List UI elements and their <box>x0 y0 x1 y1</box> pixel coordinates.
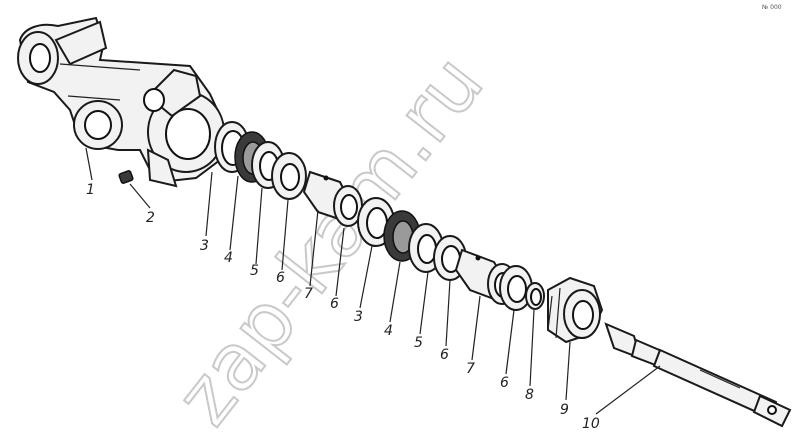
callout-4: 4 <box>224 250 233 266</box>
callout-9: 9 <box>560 402 569 418</box>
sleeve-icon <box>302 170 363 227</box>
callout-6c: 6 <box>440 347 449 363</box>
callout-5: 5 <box>250 263 259 279</box>
nut-icon <box>547 276 604 344</box>
callout-6b: 6 <box>330 296 339 312</box>
plug-icon <box>118 170 134 184</box>
callout-5b: 5 <box>414 335 423 351</box>
ring-icon <box>525 282 545 310</box>
valve-body-icon <box>17 16 225 188</box>
callout-10: 10 <box>582 416 600 432</box>
washer-icon <box>271 152 307 200</box>
rod-icon <box>604 322 792 428</box>
callout-3: 3 <box>200 238 209 254</box>
callout-8: 8 <box>525 387 534 403</box>
corner-mark: № 000 <box>762 4 782 11</box>
callout-7: 7 <box>304 286 313 302</box>
leader-lines <box>85 147 661 415</box>
callout-4b: 4 <box>384 323 393 339</box>
callout-6d: 6 <box>500 375 509 391</box>
spring-collar-icon <box>234 131 285 189</box>
callout-2: 2 <box>146 210 155 226</box>
callout-1: 1 <box>86 182 95 198</box>
callout-7b: 7 <box>466 361 475 377</box>
callout-6: 6 <box>276 270 285 286</box>
callout-labels: 1 2 3 4 5 6 7 6 3 4 5 6 7 6 8 9 10 <box>86 182 600 432</box>
callout-3b: 3 <box>354 309 363 325</box>
washer-icon <box>499 265 533 311</box>
